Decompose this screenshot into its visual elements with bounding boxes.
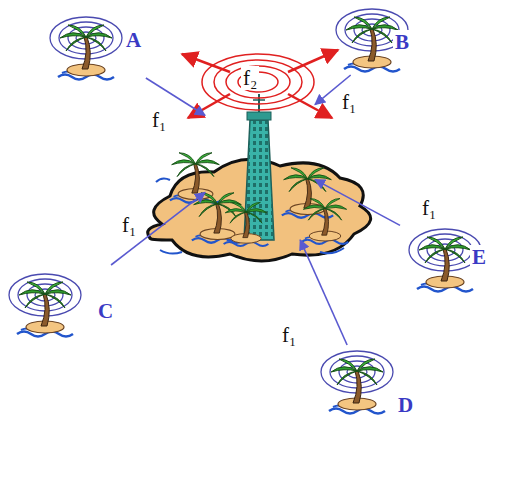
frequency-label: f₁ (420, 196, 438, 220)
island-node: A (40, 12, 147, 78)
island-node: E (400, 215, 510, 295)
signal-arrow (111, 192, 205, 265)
radio-rings (9, 9, 481, 393)
island-letter: A (124, 28, 143, 52)
tower (224, 94, 274, 246)
island-node: C (5, 265, 120, 340)
tower-island: f₂ (205, 60, 315, 240)
frequency-label: f₁ (340, 90, 358, 114)
island-letter: B (393, 30, 411, 54)
island-letter: E (470, 245, 488, 269)
signal-arrow (300, 240, 347, 345)
frequency-label: f₁ (120, 213, 138, 237)
island-letter: D (396, 393, 415, 417)
island-node: B (345, 10, 435, 75)
frequency-label: f₂ (241, 66, 259, 90)
signal-arrow (315, 180, 400, 226)
frequency-label: f₁ (150, 108, 168, 132)
broadcast-arrows (182, 50, 338, 118)
island-letter: C (96, 299, 115, 323)
island-node: D (310, 345, 420, 425)
frequency-label: f₁ (280, 323, 298, 347)
palm-island (17, 17, 473, 414)
